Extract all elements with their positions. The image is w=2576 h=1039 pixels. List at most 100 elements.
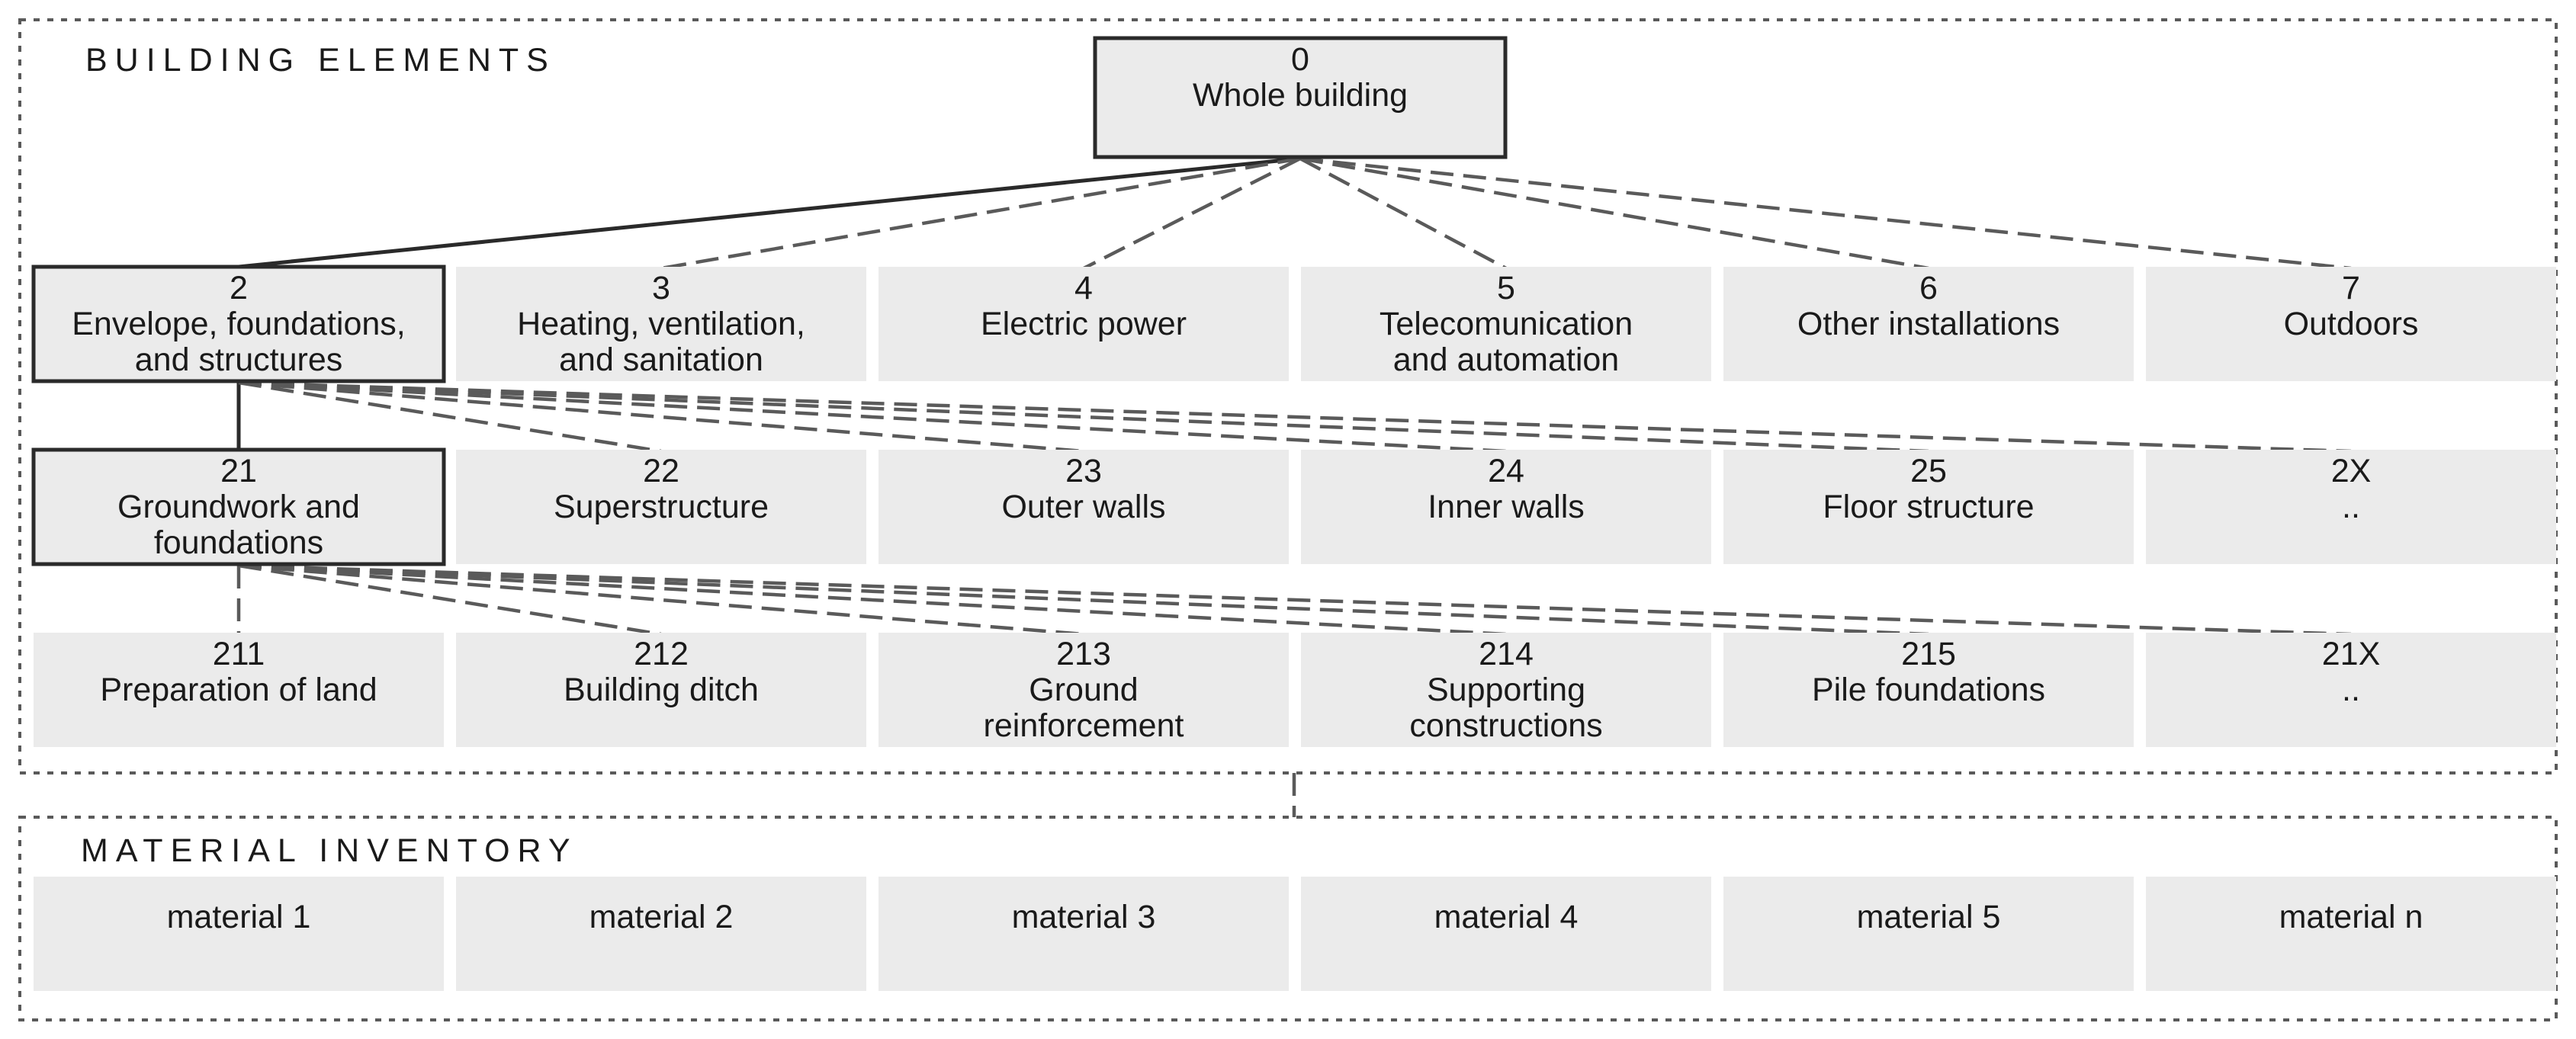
node-24-box: [1301, 450, 1711, 564]
node-21X-label-line: ..: [2342, 672, 2360, 708]
node-3-box: [456, 267, 866, 381]
node-24-label-line: Inner walls: [1428, 489, 1585, 525]
node-23-code: 23: [1065, 453, 1102, 489]
node-5-label-line: Telecomunication: [1380, 306, 1633, 342]
edge-root-to-4: [1082, 156, 1302, 271]
building-elements-frame: [18, 18, 2558, 774]
material-inventory-title: MATERIAL INVENTORY: [81, 832, 578, 869]
edge-21-to-212: [238, 563, 662, 637]
material-box: [1301, 877, 1711, 991]
edge-2-to-22: [238, 380, 662, 454]
building-elements-title: BUILDING ELEMENTS: [85, 42, 556, 79]
node-211-label-line: Preparation of land: [100, 672, 377, 708]
node-21-label-line: foundations: [154, 524, 323, 561]
node-4-code: 4: [1074, 270, 1093, 306]
node-6-code: 6: [1919, 270, 1938, 306]
node-213-box: [878, 633, 1289, 747]
material-item: material 3: [878, 877, 1289, 991]
node-211-code: 211: [213, 636, 265, 672]
node-212-box: [456, 633, 866, 747]
edge-2-to-2X: [238, 380, 2352, 454]
node-21-box: [31, 447, 446, 566]
material-label: material 2: [589, 899, 734, 935]
material-box: [456, 877, 866, 991]
node-2X: 2X..: [2146, 450, 2556, 564]
node-23-label-line: Outer walls: [1001, 489, 1165, 525]
node-2X-label-line: ..: [2342, 489, 2360, 525]
material-label: material 1: [167, 899, 311, 935]
edge-21-to-215: [238, 563, 1929, 637]
material-box: [34, 877, 444, 991]
material-box: [1723, 877, 2134, 991]
node-21X-box: [2146, 633, 2556, 747]
node-root-code: 0: [1291, 41, 1309, 78]
material-box: [2146, 877, 2556, 991]
material-box: [878, 877, 1289, 991]
node-4-label-line: Electric power: [981, 306, 1187, 342]
node-root-label-line: Whole building: [1193, 77, 1408, 114]
material-label: material n: [2279, 899, 2423, 935]
edge-root-to-6: [1299, 156, 1929, 271]
node-21X: 21X..: [2146, 633, 2556, 747]
node-4-box: [878, 267, 1289, 381]
node-22-code: 22: [643, 453, 679, 489]
node-2-label-line: and structures: [135, 342, 342, 378]
node-2X-code: 2X: [2331, 453, 2372, 489]
edge-root-to-5: [1299, 157, 1508, 270]
node-215-code: 215: [1901, 636, 1956, 672]
node-214-box: [1301, 633, 1711, 747]
node-214-label-line: constructions: [1409, 707, 1602, 744]
edge-root-to-3: [660, 156, 1301, 271]
node-3-label-line: and sanitation: [559, 342, 763, 378]
node-213-label-line: Ground: [1029, 672, 1138, 708]
node-214-code: 214: [1479, 636, 1534, 672]
material-label: material 5: [1857, 899, 2001, 935]
node-21-code: 21: [220, 453, 257, 489]
edge-2-to-24: [238, 380, 1507, 454]
edge-root-to-2: [238, 156, 1301, 269]
node-22-label-line: Superstructure: [554, 489, 769, 525]
node-5-box: [1301, 267, 1711, 381]
node-2-code: 2: [230, 270, 248, 306]
node-23-box: [878, 450, 1289, 564]
node-5-code: 5: [1497, 270, 1515, 306]
node-21-label-line: Groundwork and: [117, 489, 360, 525]
material-item: material 2: [456, 877, 866, 991]
node-3-code: 3: [652, 270, 670, 306]
node-2-box: [31, 265, 446, 383]
edge-21-to-214: [238, 563, 1507, 637]
edge-21-to-213: [238, 563, 1084, 637]
node-212-label-line: Building ditch: [564, 672, 759, 708]
node-25-code: 25: [1910, 453, 1947, 489]
node-22-box: [456, 450, 866, 564]
node-7-box: [2146, 267, 2556, 381]
node-214-label-line: Supporting: [1427, 672, 1585, 708]
node-21X-code: 21X: [2322, 636, 2381, 672]
node-211-box: [34, 633, 444, 747]
edge-2-to-25: [238, 380, 1929, 454]
node-215-box: [1723, 633, 2134, 747]
node-2X-box: [2146, 450, 2556, 564]
node-25-box: [1723, 450, 2134, 564]
material-item: material 1: [34, 877, 444, 991]
node-3-label-line: Heating, ventilation,: [517, 306, 805, 342]
material-label: material 3: [1012, 899, 1156, 935]
